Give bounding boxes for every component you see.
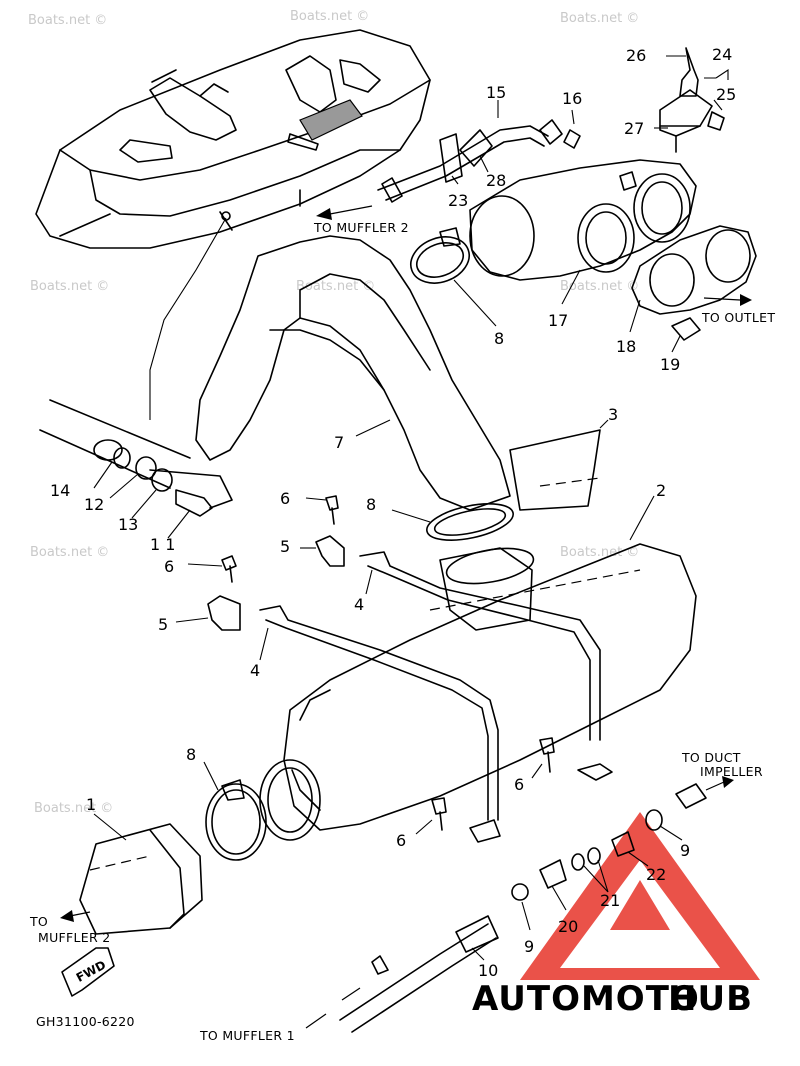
bolt-part-19 [671,317,701,341]
callout-6-a: 6 [280,489,290,508]
washer-nut-bolt-parts-11-13 [113,447,213,517]
watermark: Boats.net © [34,801,113,816]
hose-clamp-part-8-bottom [205,779,267,861]
callout-27: 27 [624,119,644,138]
label-to-muffler1: TO MUFFLER 1 [199,1028,295,1043]
straps-part-4 [259,551,613,843]
to-muffler2-arrow [329,205,373,215]
watercraft-illustration [35,29,431,249]
bolt-bracket-parts-5-6-middle [207,495,345,631]
watermark: Boats.net © [560,11,639,26]
fwd-arrow-icon: FWD [61,947,115,997]
outlet-arrow [703,297,741,301]
callout-14: 14 [50,481,70,500]
callout-numbers: 26 24 25 27 15 16 23 28 8 17 18 19 7 3 1… [50,45,736,980]
watermark: Boats.net © [30,545,109,560]
callout-17: 17 [548,311,568,330]
callout-6-d: 6 [396,831,406,850]
callout-13: 13 [118,515,138,534]
hose-clamp-part-8-middle [426,503,514,541]
destination-labels: TO MUFFLER 2 TO OUTLET TO DUCT IMPELLER … [29,220,775,1043]
watermark: Boats.net © [296,279,375,294]
callout-2: 2 [656,481,666,500]
callout-24: 24 [712,45,732,64]
exhaust-manifold-part-17 [469,159,697,281]
callout-9-left: 9 [524,937,534,956]
callout-1: 1 [86,795,96,814]
callout-7: 7 [334,433,344,452]
label-to-muffler2-bottom-2: MUFFLER 2 [38,930,111,945]
callout-16: 16 [562,89,582,108]
hose-clamp-part-8-top [410,227,470,284]
watermark: Boats.net © [30,279,109,294]
callout-21: 21 [600,891,620,910]
callout-8-bottom: 8 [186,745,196,764]
watermarks: Boats.net © Boats.net © Boats.net © Boat… [28,9,639,816]
brand-part2: HUB [668,979,753,1019]
label-to-muffler2-top: TO MUFFLER 2 [313,220,409,235]
to-duct-arrow [705,781,725,791]
leader-lines [93,55,729,961]
diagram-code: GH31100-6220 [36,1014,135,1029]
callout-8-top: 8 [494,329,504,348]
heat-shield-part-3 [509,429,601,511]
brand-part1: AUTOMOTO [472,979,700,1019]
callout-11: 1 1 [150,535,175,554]
callout-5-a: 5 [280,537,290,556]
callout-10: 10 [478,961,498,980]
to-muffler2-bottom-arrow [69,911,91,917]
callout-6-c: 6 [514,775,524,794]
hose-assembly-parts-15-23-28 [377,119,581,203]
label-to-muffler2-bottom-1: TO [29,914,48,929]
label-to-duct: TO DUCT [681,750,741,765]
watermark: Boats.net © [560,545,639,560]
label-to-outlet: TO OUTLET [701,310,775,325]
automotohub-triangle-logo [520,812,760,980]
label-impeller: IMPELLER [700,764,763,779]
callout-3: 3 [608,405,618,424]
callout-6-b: 6 [164,557,174,576]
bolts-part-6-lower [431,737,555,831]
bracket-assembly-parts-24-27 [659,47,725,153]
callout-25: 25 [716,85,736,104]
watermark: Boats.net © [28,13,107,28]
watermark: Boats.net © [290,9,369,24]
callout-19: 19 [660,355,680,374]
callout-8-middle: 8 [366,495,376,514]
callout-5-b: 5 [158,615,168,634]
callout-26: 26 [626,46,646,65]
fwd-label: FWD [74,958,108,985]
callout-4-a: 4 [354,595,364,614]
callout-9-right: 9 [680,841,690,860]
callout-12: 12 [84,495,104,514]
callout-20: 20 [558,917,578,936]
watermark: Boats.net © [560,279,639,294]
callout-22: 22 [646,865,666,884]
callout-15: 15 [486,83,506,102]
muffler-sleeve-part-1 [79,823,203,935]
automotohub-wordmark: AUTOMOTO HUB [472,979,753,1019]
callout-18: 18 [616,337,636,356]
callout-4-b: 4 [250,661,260,680]
hose-fittings-parts-9-10-20-22 [339,783,707,1033]
exhaust-pipe-part-7 [195,235,511,511]
callout-23: 23 [448,191,468,210]
callout-28: 28 [486,171,506,190]
